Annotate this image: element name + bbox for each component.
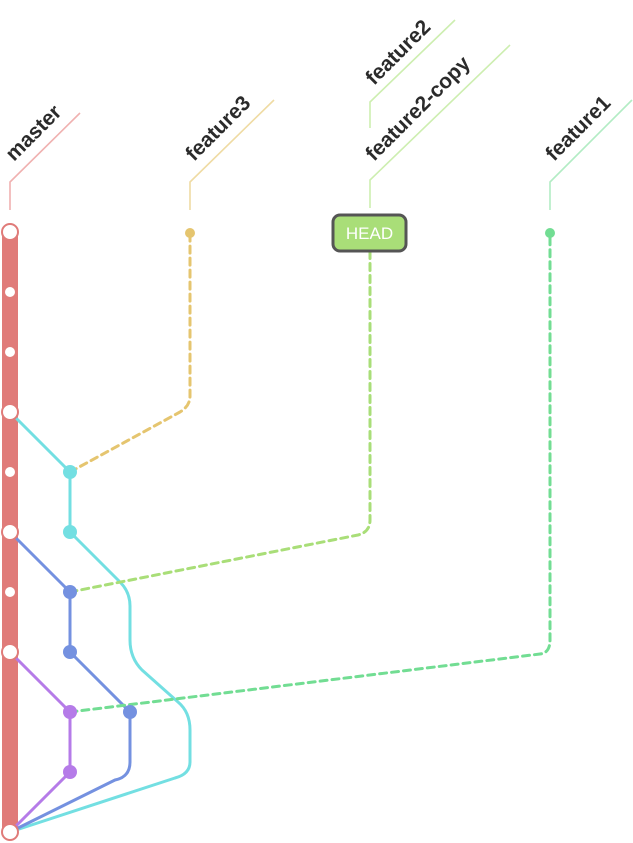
feature2-label-leader <box>369 19 456 128</box>
cyan-commit-node[interactable] <box>63 525 77 539</box>
blue-commit-node[interactable] <box>63 585 77 599</box>
master-commit-node[interactable] <box>5 287 15 297</box>
master-label-leader <box>9 112 81 210</box>
purple-branch-line <box>8 650 72 834</box>
master-commit-node[interactable] <box>5 467 15 477</box>
feature1-label-leader <box>549 99 633 210</box>
master-commits <box>1 223 19 841</box>
feature1-dashed-link <box>68 231 552 714</box>
master-commit-node[interactable] <box>1 643 19 661</box>
feature3-dashed-link <box>68 231 192 474</box>
feature3-label-leader <box>189 99 275 210</box>
feature2-dashed-link <box>68 250 372 594</box>
master-commit-node[interactable] <box>1 523 19 541</box>
purple-commit-node[interactable] <box>63 705 77 719</box>
master-commit-node[interactable] <box>1 823 19 841</box>
feature2-branch-label: feature2 <box>361 15 435 89</box>
blue-commit-node[interactable] <box>63 645 77 659</box>
purple-commit-node[interactable] <box>63 765 77 779</box>
feature1-tip-dot[interactable] <box>545 228 555 238</box>
master-commit-node[interactable] <box>1 223 19 241</box>
master-commit-node[interactable] <box>1 403 19 421</box>
cyan-branch-line <box>8 410 192 834</box>
feature2-copy-label-leader <box>369 44 511 208</box>
cyan-commit-node[interactable] <box>63 465 77 479</box>
master-branch-label: master <box>1 101 66 166</box>
blue-commit-node[interactable] <box>123 705 137 719</box>
head-badge[interactable]: HEAD <box>331 213 408 253</box>
master-commit-node[interactable] <box>5 587 15 597</box>
master-commit-node[interactable] <box>5 347 15 357</box>
feature3-tip-dot[interactable] <box>185 228 195 238</box>
blue-branch-line <box>8 530 132 834</box>
head-badge-label: HEAD <box>346 224 393 243</box>
branch-commits <box>63 465 137 779</box>
